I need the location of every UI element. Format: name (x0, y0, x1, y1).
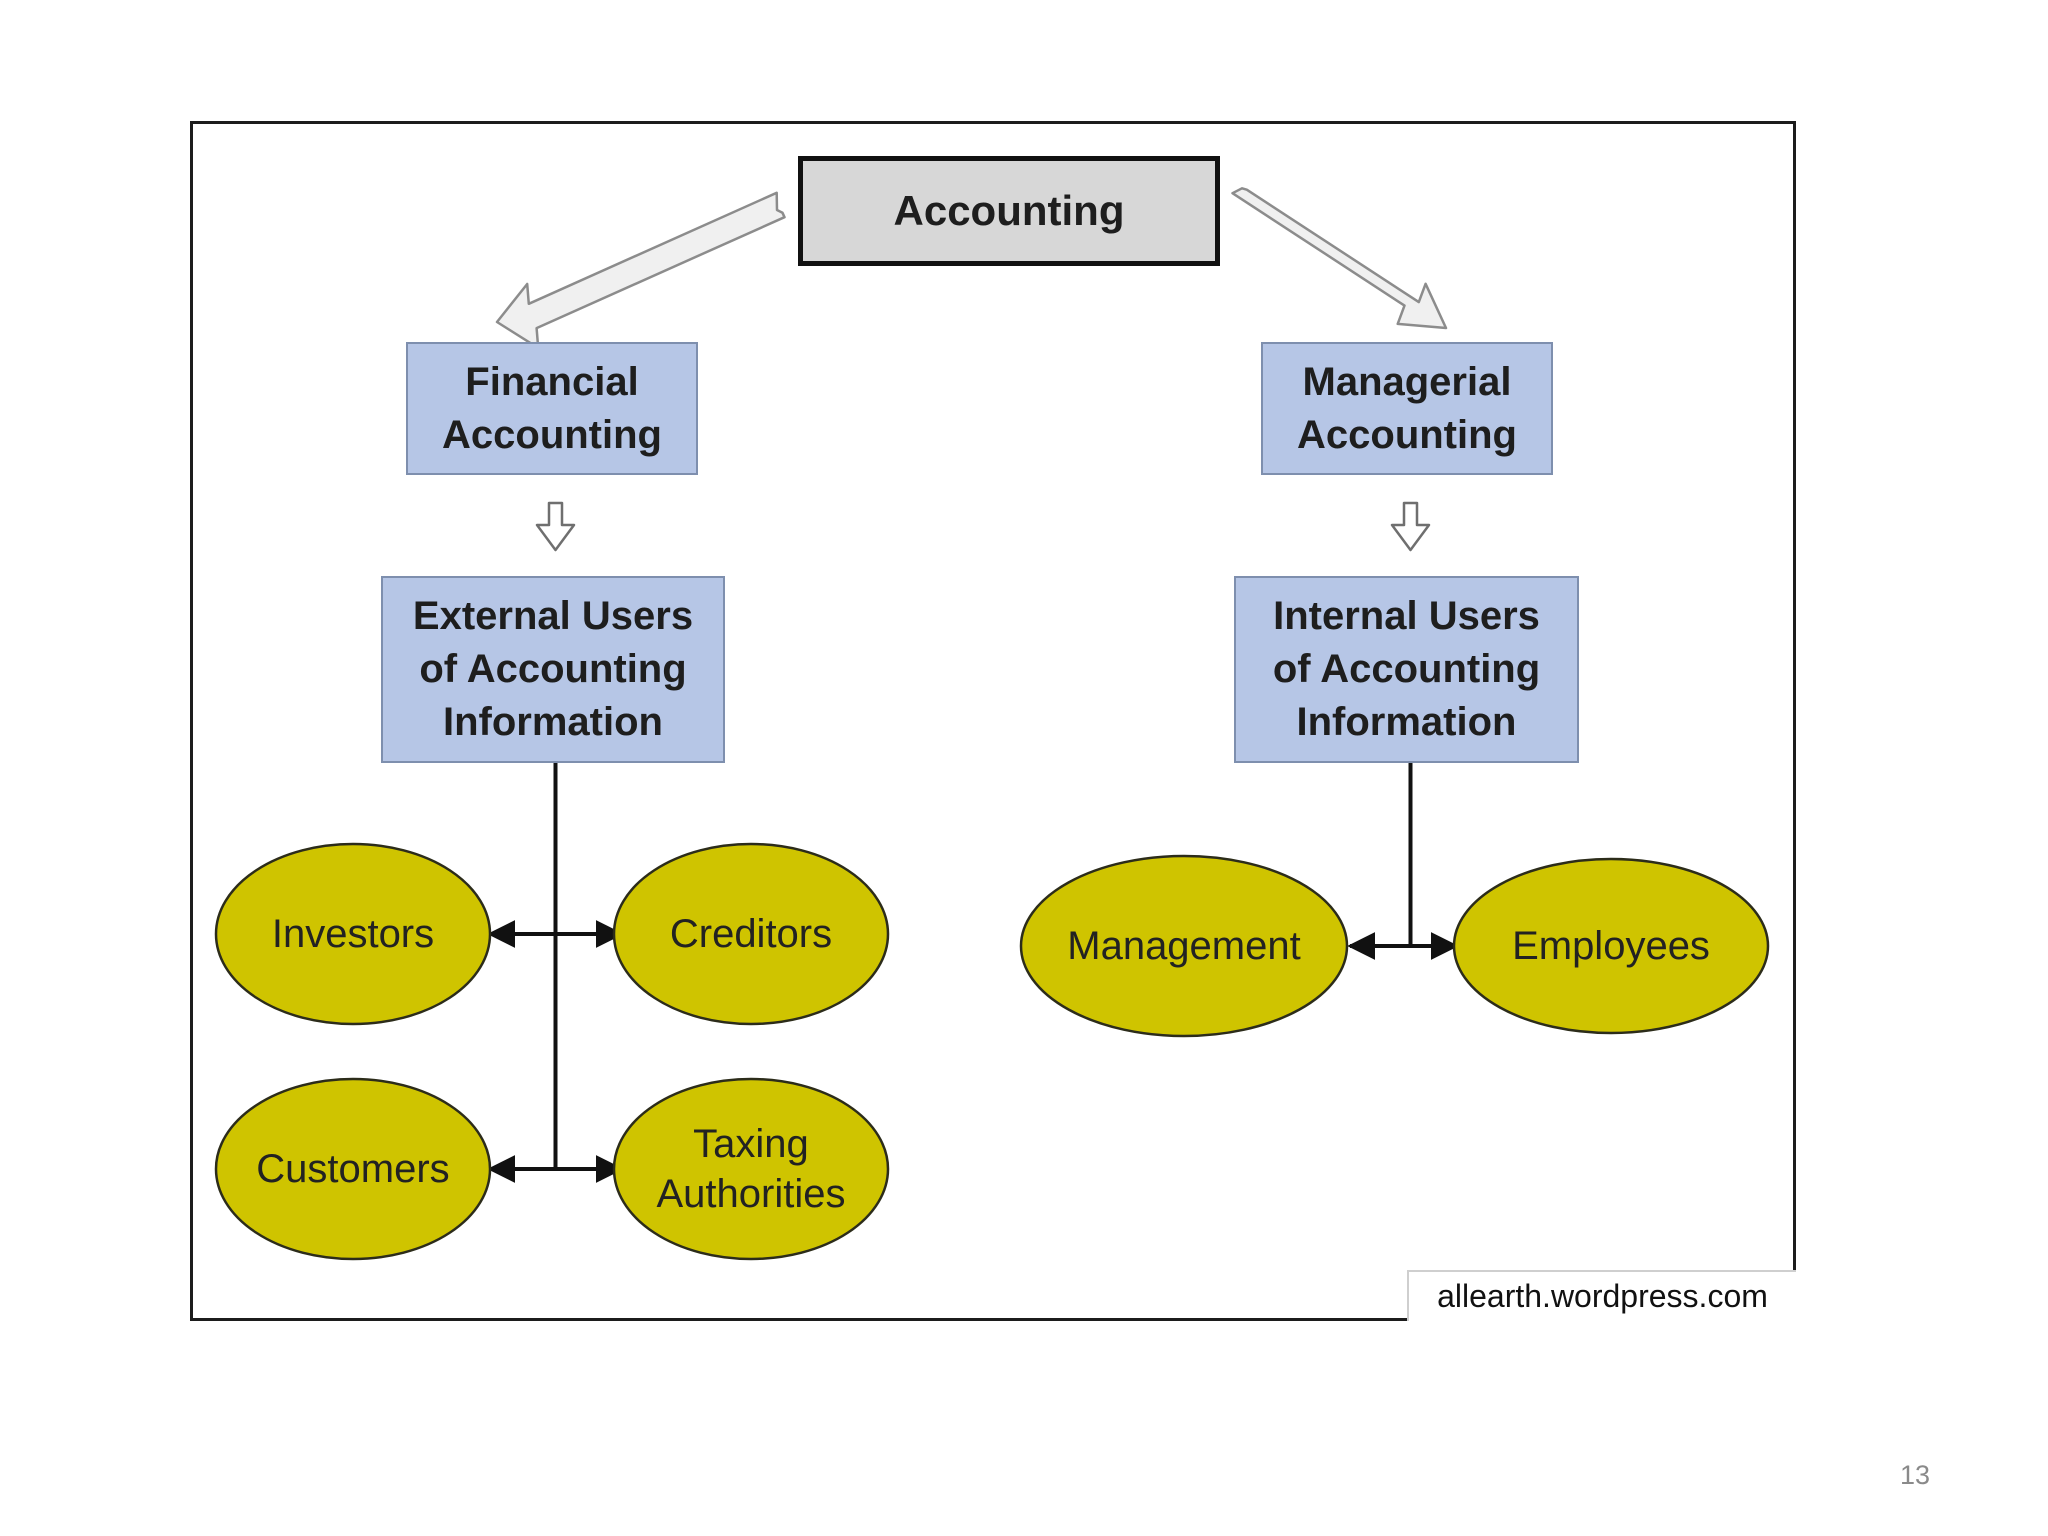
source-credit: allearth.wordpress.com (1407, 1270, 1796, 1321)
root-node-label: Accounting (893, 187, 1125, 234)
accounting-diagram: Accounting Financial Accounting Manageri… (190, 121, 1796, 1321)
oval-management (1019, 854, 1349, 1038)
label-creditors: Creditors (669, 912, 833, 956)
label-customers: Customers (256, 1147, 450, 1191)
label-investors: Investors (271, 912, 435, 956)
oval-employees (1452, 857, 1770, 1035)
oval-creditors (612, 842, 890, 1026)
node-external-users-label: External Users of Accounting Information (412, 594, 694, 744)
diagram-connectors (214, 187, 1770, 1261)
slide-number: 13 (1900, 1460, 1931, 1490)
label-taxing-authorities: Taxing Authorities (656, 1122, 846, 1216)
oval-investors (214, 842, 492, 1026)
node-internal-users: Internal Users of Accounting Information (1234, 576, 1579, 763)
down-arrow-managerial (1390, 501, 1431, 552)
node-managerial-accounting: Managerial Accounting (1261, 342, 1553, 475)
node-external-users: External Users of Accounting Information (381, 576, 725, 763)
node-managerial-accounting-label: Managerial Accounting (1297, 359, 1517, 457)
node-internal-users-label: Internal Users of Accounting Information (1272, 594, 1541, 744)
root-node: Accounting (798, 156, 1220, 266)
oval-taxing-authorities (612, 1077, 890, 1261)
arrow-to-financial (495, 191, 786, 350)
label-employees: Employees (1512, 924, 1710, 968)
node-financial-accounting: Financial Accounting (406, 342, 698, 475)
label-management: Management (1067, 924, 1301, 968)
down-arrow-financial (535, 501, 576, 552)
arrow-to-managerial (1231, 187, 1448, 330)
node-financial-accounting-label: Financial Accounting (442, 359, 662, 457)
oval-customers (214, 1077, 492, 1261)
